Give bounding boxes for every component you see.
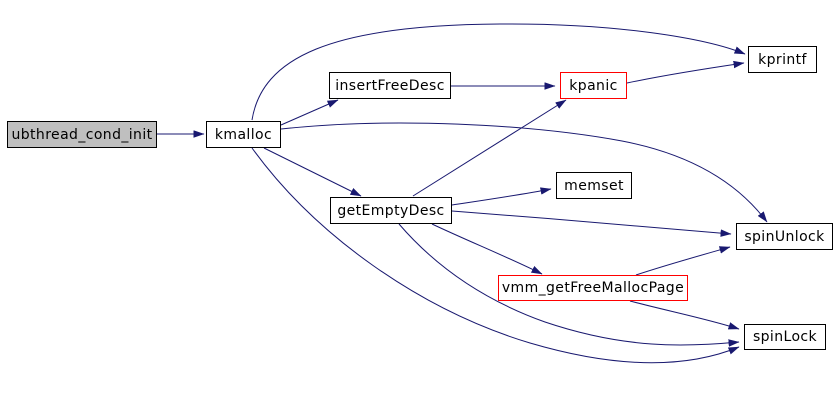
node-spinLock[interactable]: spinLock bbox=[744, 324, 826, 350]
node-kpanic[interactable]: kpanic bbox=[560, 72, 627, 99]
node-kprintf[interactable]: kprintf bbox=[748, 46, 817, 73]
edge-vmm_getFreeMallocPage-to-spinLock bbox=[629, 300, 740, 330]
node-label: kpanic bbox=[569, 77, 618, 94]
node-label: memset bbox=[564, 177, 624, 194]
edge-getEmptyDesc-to-kpanic bbox=[412, 99, 567, 197]
edge-getEmptyDesc-to-spinLock bbox=[398, 223, 740, 347]
node-vmm_getFreeMallocPage[interactable]: vmm_getFreeMallocPage bbox=[498, 275, 688, 301]
edge-getEmptyDesc-to-spinUnlock bbox=[451, 210, 732, 237]
edge-kmalloc-to-insertFreeDesc bbox=[280, 99, 339, 126]
node-insertFreeDesc[interactable]: insertFreeDesc bbox=[329, 72, 451, 99]
node-label: getEmptyDesc bbox=[337, 202, 445, 219]
node-label: kprintf bbox=[758, 51, 807, 68]
edge-kmalloc-to-spinLock bbox=[251, 147, 740, 364]
node-ubthread_cond_init: ubthread_cond_init bbox=[7, 121, 157, 148]
node-kmalloc[interactable]: kmalloc bbox=[206, 121, 281, 148]
edge-vmm_getFreeMallocPage-to-spinUnlock bbox=[635, 246, 731, 276]
node-label: spinLock bbox=[752, 329, 818, 345]
node-label: insertFreeDesc bbox=[335, 77, 445, 94]
node-label: ubthread_cond_init bbox=[11, 126, 153, 143]
edge-kmalloc-to-getEmptyDesc bbox=[263, 147, 362, 197]
node-label: kmalloc bbox=[214, 126, 273, 143]
edge-kmalloc-to-spinUnlock bbox=[280, 122, 768, 223]
edge-getEmptyDesc-to-memset bbox=[451, 187, 552, 206]
edge-kpanic-to-kprintf bbox=[626, 60, 745, 84]
node-spinUnlock[interactable]: spinUnlock bbox=[736, 223, 833, 250]
node-label: spinUnlock bbox=[744, 228, 825, 245]
node-getEmptyDesc[interactable]: getEmptyDesc bbox=[330, 197, 452, 224]
edge-getEmptyDesc-to-vmm_getFreeMallocPage bbox=[431, 223, 543, 275]
edge-kmalloc-to-kprintf bbox=[251, 23, 746, 121]
node-memset[interactable]: memset bbox=[556, 172, 632, 199]
node-label: vmm_getFreeMallocPage bbox=[501, 280, 685, 296]
